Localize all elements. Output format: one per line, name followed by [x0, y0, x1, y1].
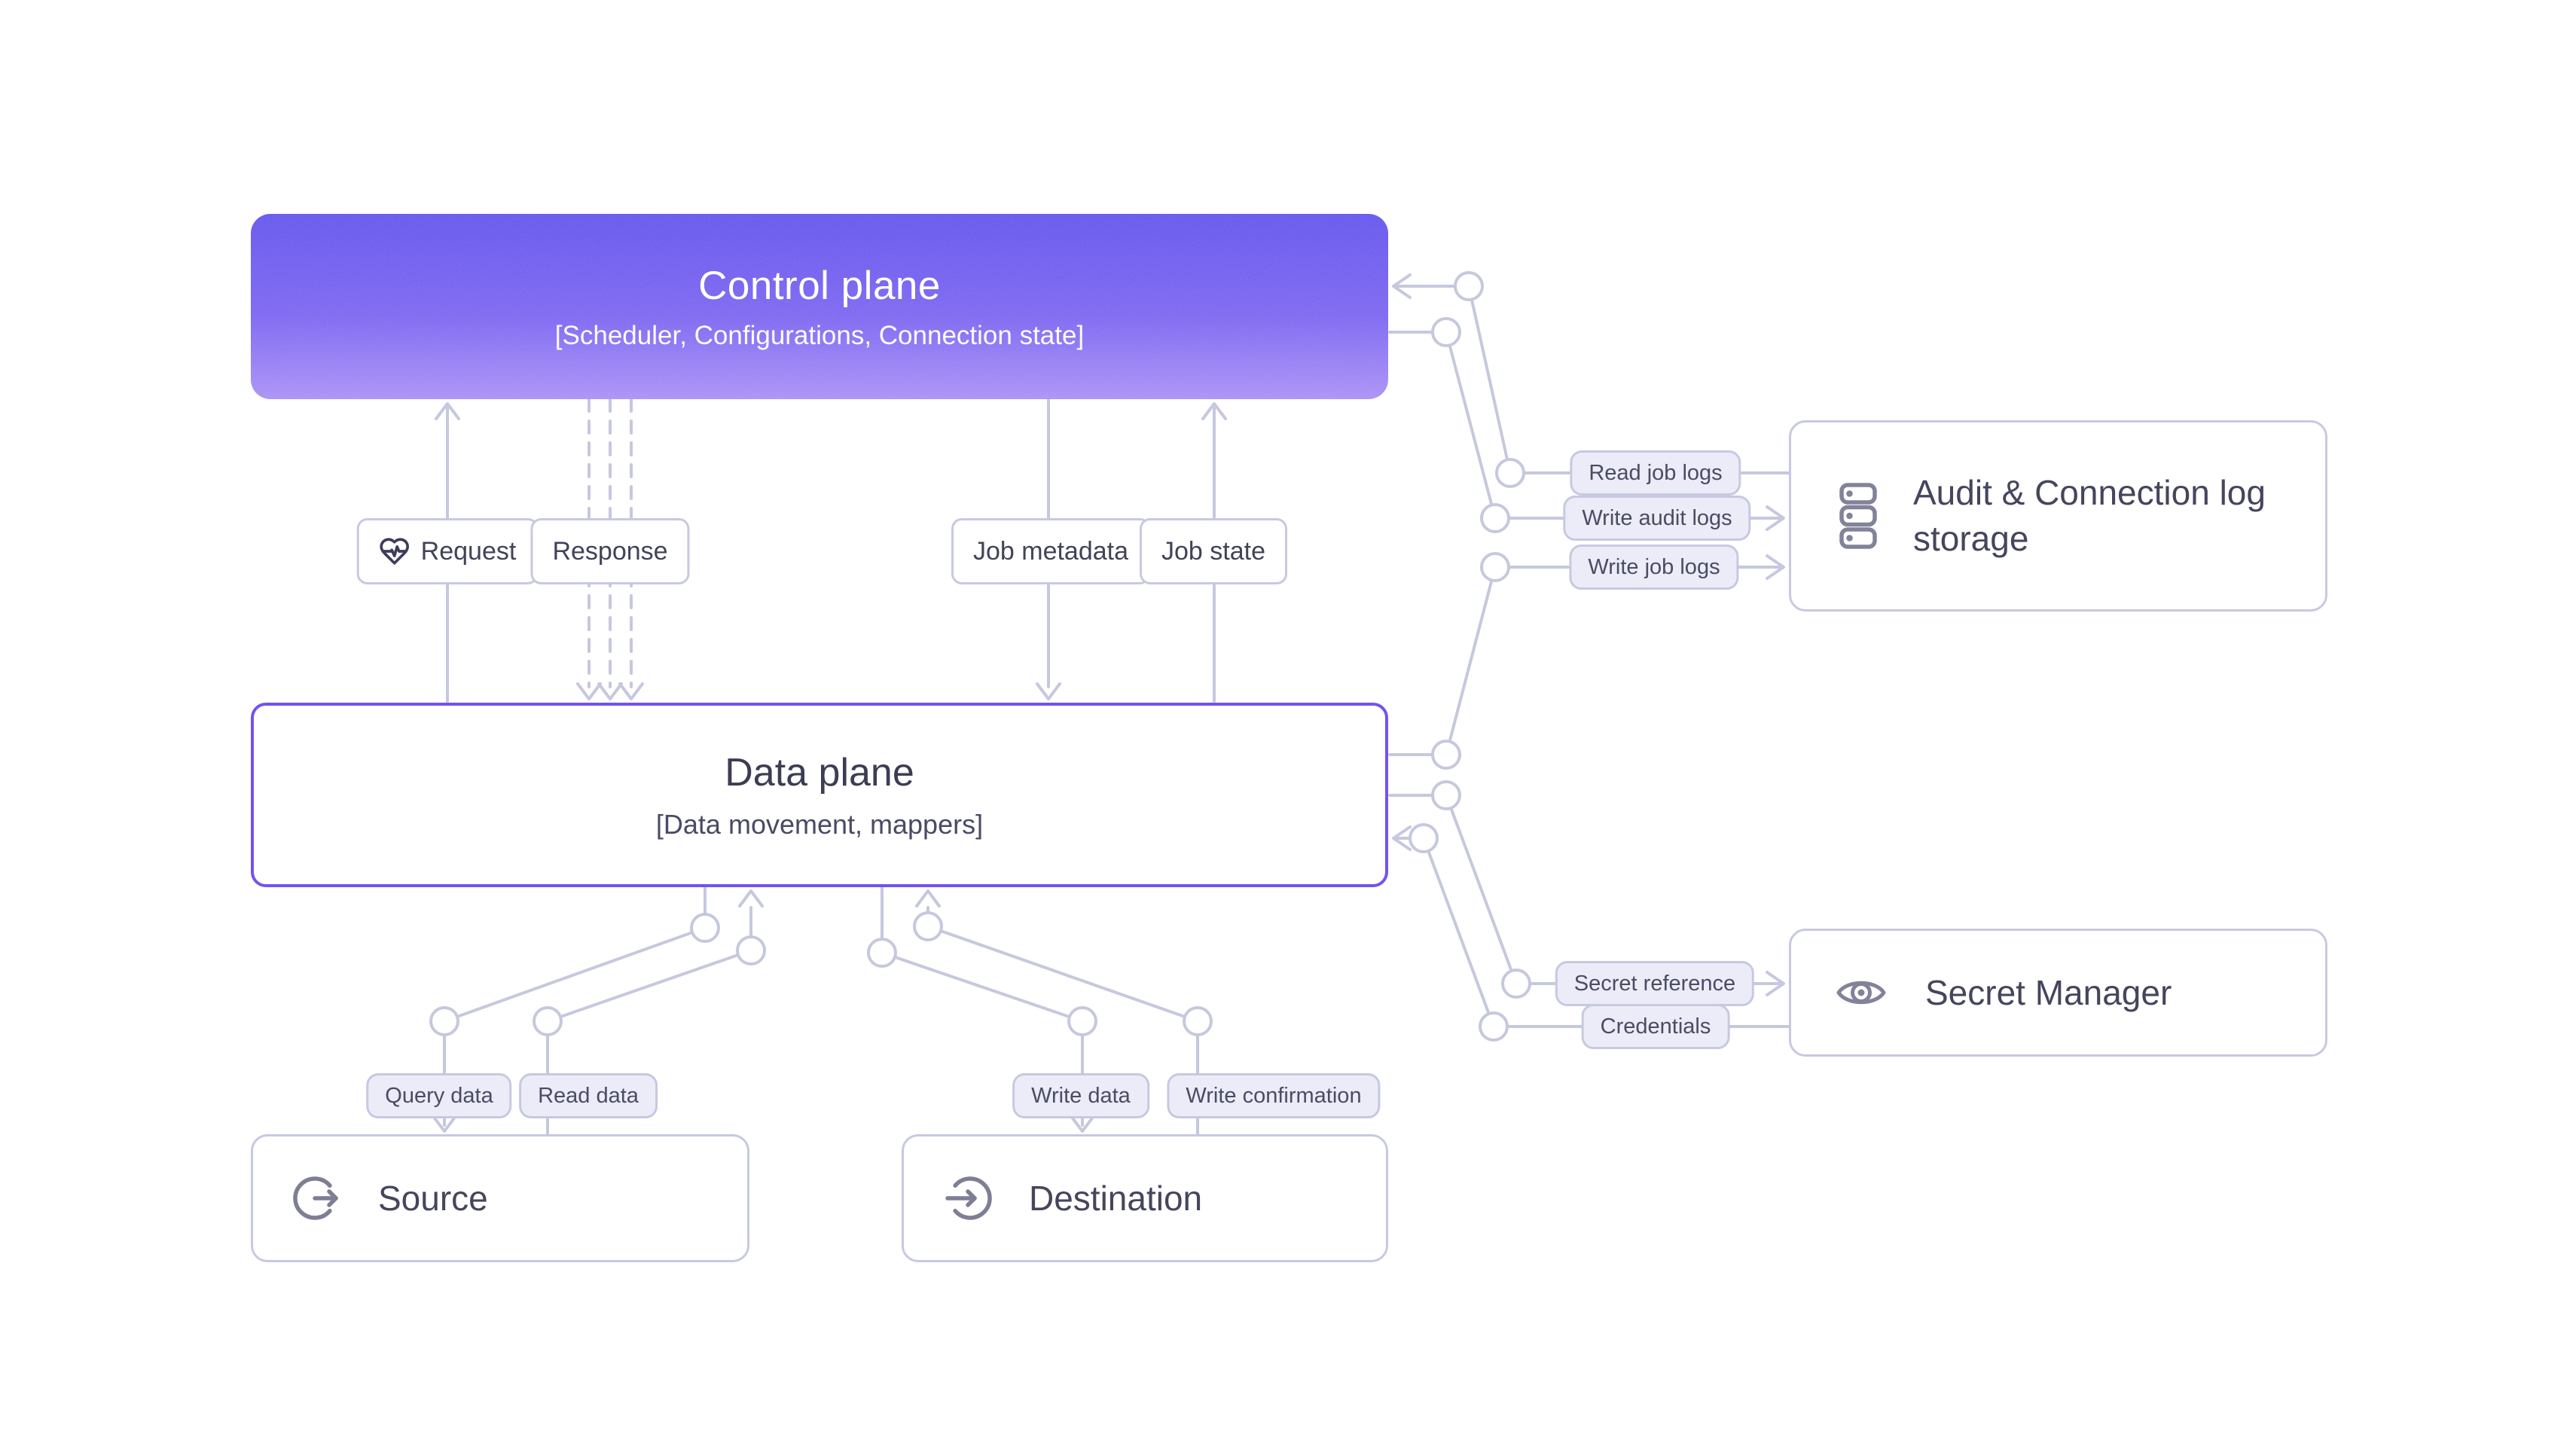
audit-log-storage-box: Audit & Connection log storage — [1789, 420, 2327, 612]
control-plane-title: Control plane — [698, 263, 941, 308]
data-plane-box: Data plane [Data movement, mappers] — [251, 703, 1388, 887]
write-audit-logs-text: Write audit logs — [1582, 505, 1732, 530]
source-export-icon — [293, 1176, 338, 1220]
secret-manager-title: Secret Manager — [1925, 972, 2172, 1012]
heart-pulse-icon — [380, 538, 410, 565]
destination-import-icon — [945, 1176, 992, 1220]
junction-nodes — [429, 271, 1531, 1042]
destination-title: Destination — [1029, 1178, 1203, 1218]
data-plane-title: Data plane — [725, 750, 914, 795]
secret-reference-text: Secret reference — [1573, 971, 1736, 996]
control-plane-box: Control plane [Scheduler, Configurations… — [251, 214, 1388, 399]
query-data-pill: Query data — [366, 1073, 512, 1118]
wire-read-job-logs — [1392, 273, 1790, 474]
job-metadata-label: Job metadata — [951, 518, 1151, 584]
read-job-logs-pill: Read job logs — [1570, 450, 1741, 496]
write-data-pill: Write data — [1012, 1073, 1149, 1118]
destination-box: Destination — [902, 1134, 1388, 1262]
request-label: Request — [356, 518, 539, 584]
data-plane-subtitle: [Data movement, mappers] — [655, 808, 984, 840]
write-audit-logs-pill: Write audit logs — [1563, 496, 1751, 541]
noise-texture — [251, 214, 1388, 399]
response-label-text: Response — [552, 536, 668, 566]
write-data-text: Write data — [1031, 1083, 1131, 1108]
database-icon — [1839, 483, 1877, 549]
job-state-label-text: Job state — [1161, 536, 1265, 566]
secret-reference-pill: Secret reference — [1555, 961, 1755, 1006]
source-title: Source — [378, 1178, 488, 1218]
write-confirmation-text: Write confirmation — [1186, 1083, 1362, 1108]
credentials-pill: Credentials — [1581, 1004, 1730, 1049]
read-data-text: Read data — [538, 1083, 639, 1108]
eye-icon — [1836, 981, 1886, 1005]
source-box: Source — [251, 1134, 749, 1262]
query-data-text: Query data — [385, 1083, 493, 1108]
read-data-pill: Read data — [519, 1073, 658, 1118]
response-label: Response — [530, 518, 690, 584]
job-state-label: Job state — [1140, 518, 1287, 584]
read-job-logs-text: Read job logs — [1589, 460, 1723, 485]
job-metadata-label-text: Job metadata — [972, 536, 1129, 566]
write-confirmation-pill: Write confirmation — [1167, 1073, 1381, 1118]
secret-manager-box: Secret Manager — [1789, 929, 2327, 1057]
audit-log-storage-title: Audit & Connection log storage — [1913, 473, 2266, 558]
request-label-text: Request — [420, 536, 517, 566]
write-job-logs-text: Write job logs — [1588, 554, 1720, 579]
control-plane-subtitle: [Scheduler, Configurations, Connection s… — [554, 320, 1085, 350]
credentials-text: Credentials — [1600, 1014, 1711, 1039]
write-job-logs-pill: Write job logs — [1569, 545, 1739, 590]
